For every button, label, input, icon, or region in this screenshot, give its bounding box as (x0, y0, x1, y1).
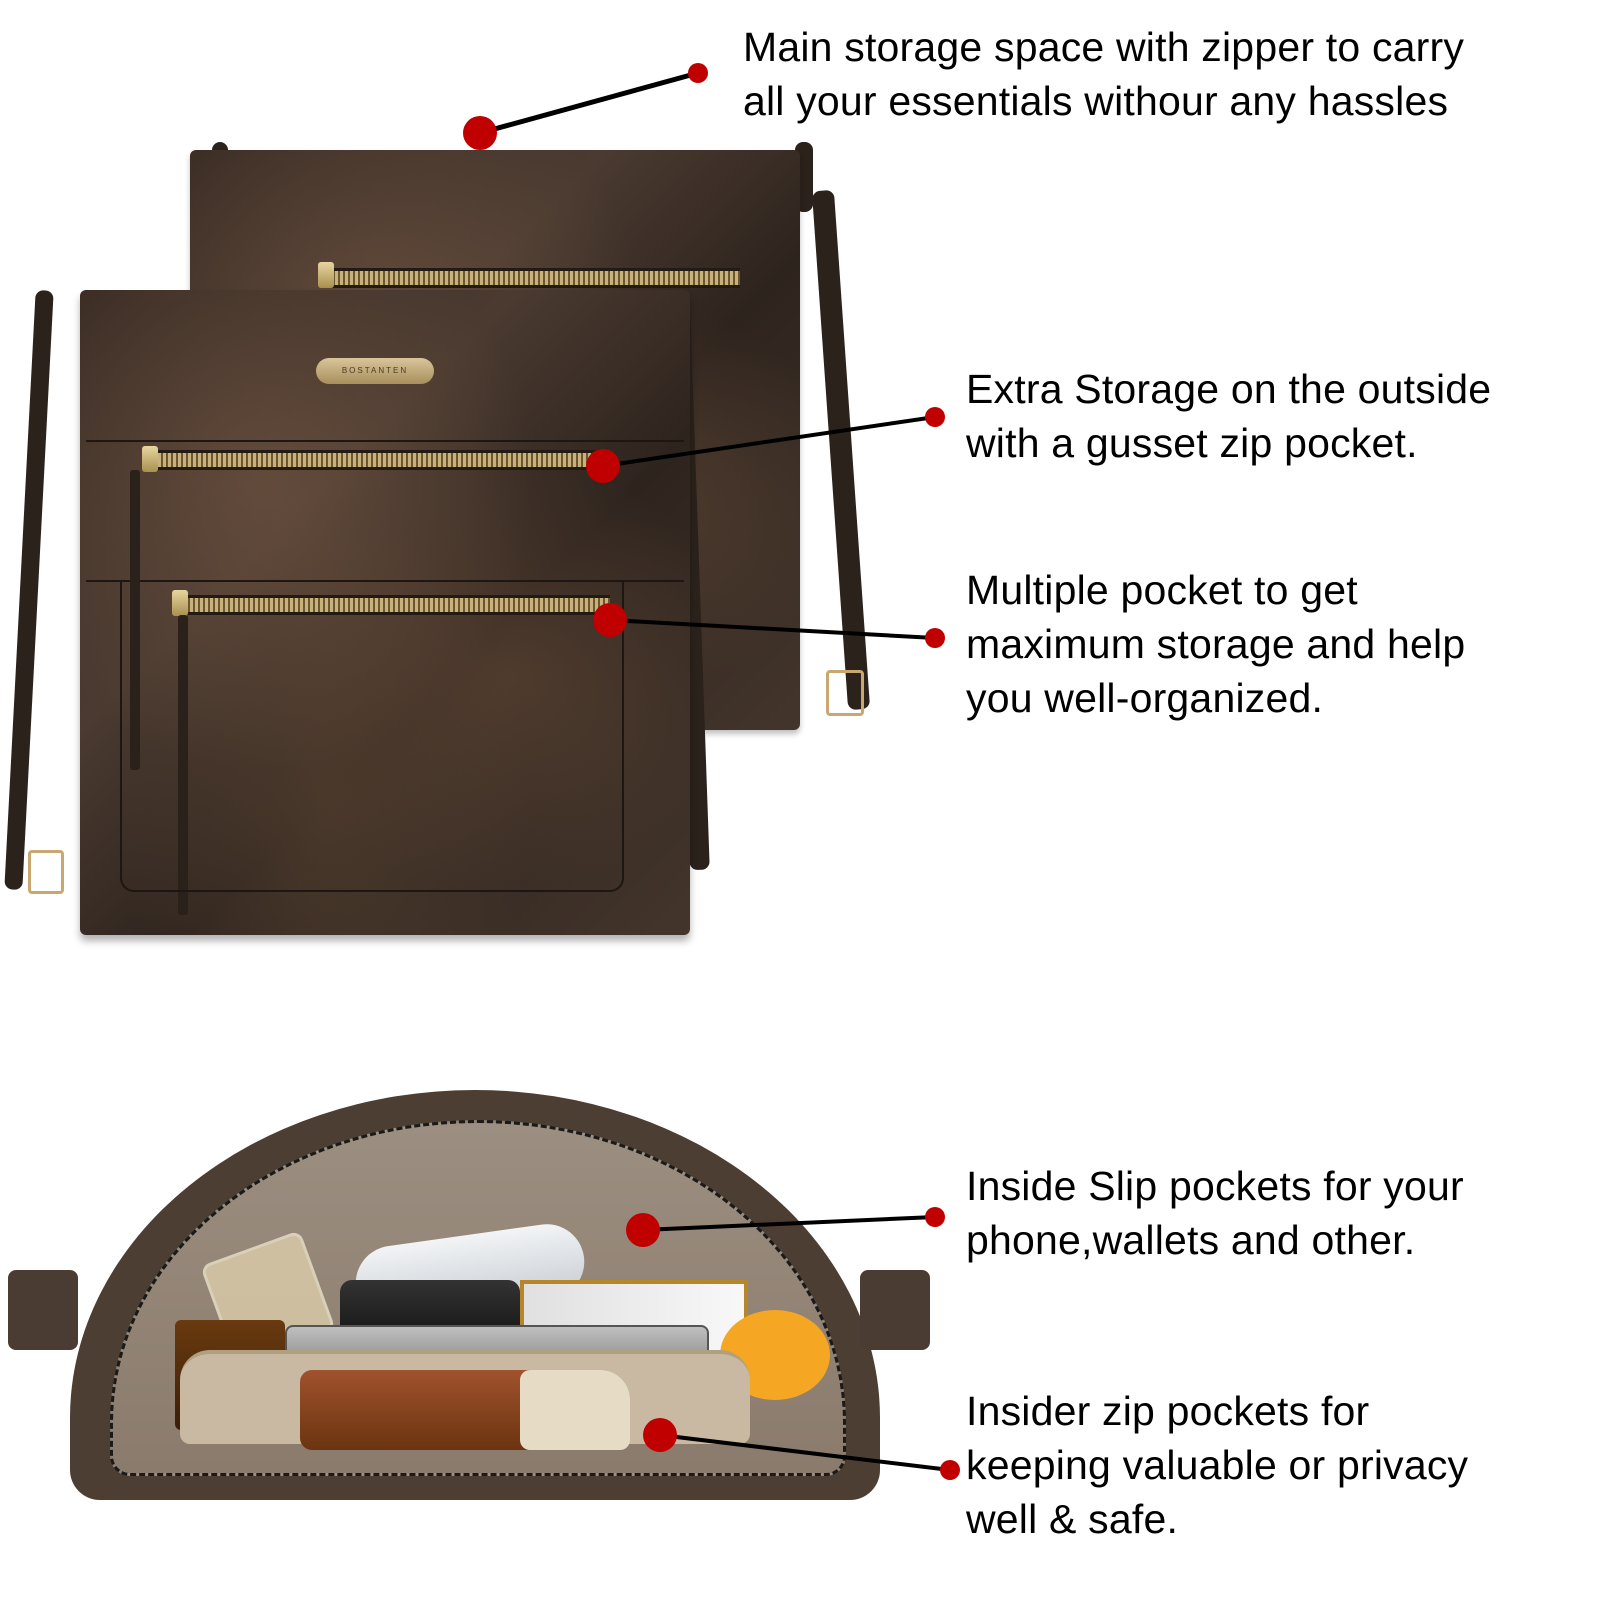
callout-line: you well-organized. (966, 675, 1324, 721)
callout-line: Insider zip pockets for (966, 1388, 1370, 1434)
back-bag-strap-long (811, 189, 871, 711)
brand-badge: BOSTANTEN (316, 358, 434, 384)
side-handle-left (8, 1270, 78, 1350)
callout-inside-slip: Inside Slip pockets for your phone,walle… (966, 1159, 1464, 1267)
front-bag-strap-left (4, 289, 54, 891)
callout-line: Extra Storage on the outside (966, 366, 1492, 412)
front-pocket-seam-top (86, 440, 684, 442)
callout-line: with a gusset zip pocket. (966, 420, 1418, 466)
callout-line: phone,wallets and other. (966, 1217, 1416, 1263)
front-pocket-panel (120, 580, 624, 892)
callout-extra-storage: Extra Storage on the outside with a guss… (966, 362, 1491, 470)
callout-line: well & safe. (966, 1496, 1179, 1542)
top-bag-image: BOSTANTEN (0, 110, 900, 950)
callout-line: all your essentials withour any hassles (743, 78, 1449, 124)
front-bag-zipper-upper (148, 450, 608, 470)
back-bag-zipper (330, 268, 740, 288)
front-bag-buckle (28, 850, 64, 894)
front-pocket-seam-mid (86, 580, 684, 582)
callout-line: Inside Slip pockets for your (966, 1163, 1464, 1209)
wallet-cover (520, 1370, 630, 1450)
callout-line: maximum storage and help (966, 621, 1466, 667)
callout-multiple-pocket: Multiple pocket to get maximum storage a… (966, 563, 1465, 725)
front-bag-zipper-lower-pull (172, 590, 188, 616)
back-bag-zipper-pull (318, 262, 334, 288)
callout-line: Multiple pocket to get (966, 567, 1358, 613)
callout-line: keeping valuable or privacy (966, 1442, 1469, 1488)
callout-line: Main storage space with zipper to carry (743, 24, 1465, 70)
callout-insider-zip: Insider zip pockets for keeping valuable… (966, 1384, 1468, 1546)
back-bag-buckle (826, 670, 864, 716)
front-bag-zipper-lower (180, 595, 610, 615)
front-bag-zipper-upper-pull (142, 446, 158, 472)
callout-main-storage: Main storage space with zipper to carry … (743, 20, 1464, 128)
bottom-bag-image (0, 1080, 960, 1500)
side-handle-right (860, 1270, 930, 1350)
tassel (130, 470, 140, 770)
tassel-2 (178, 615, 188, 915)
